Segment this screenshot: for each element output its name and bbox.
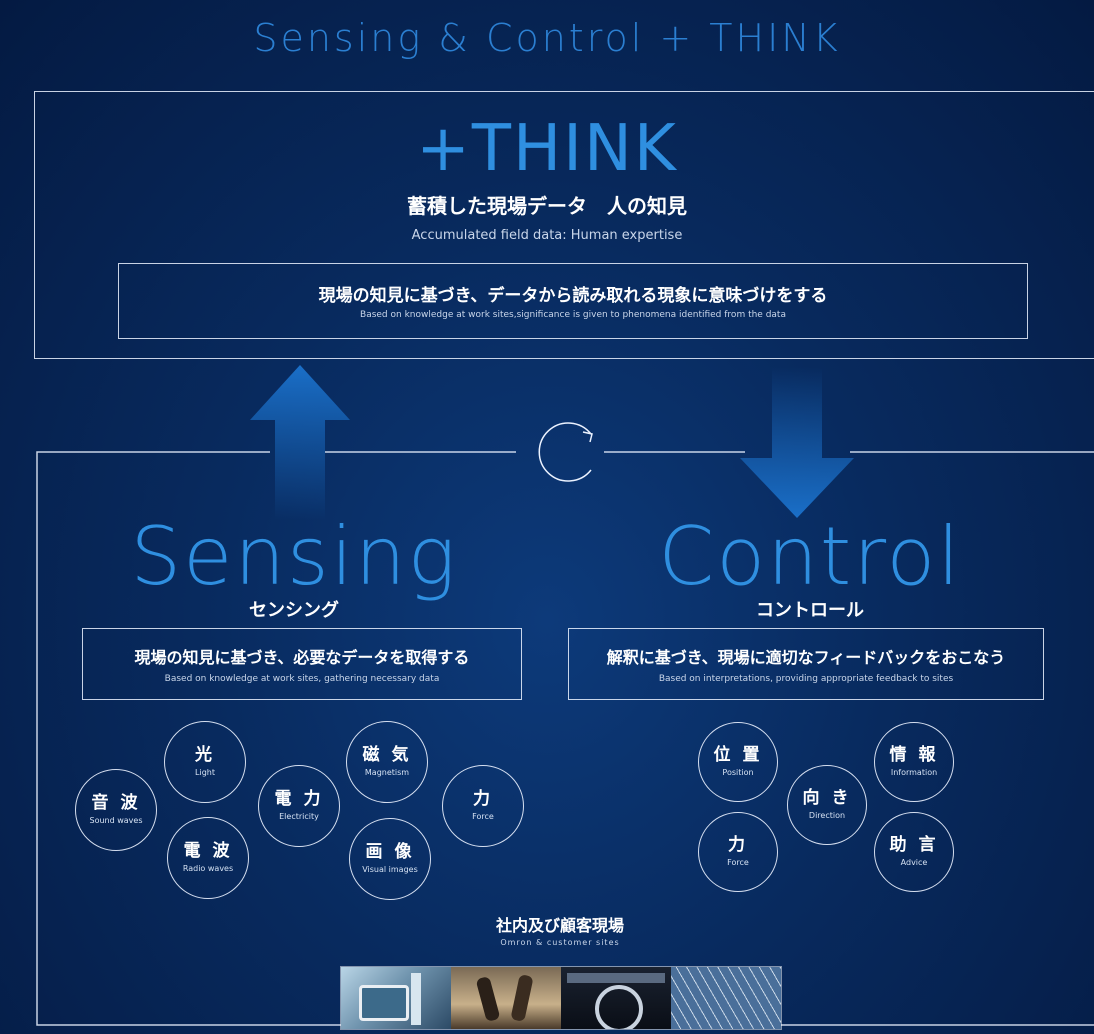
control-desc-box bbox=[568, 628, 1044, 700]
think-box bbox=[34, 91, 1094, 359]
photo-runners bbox=[451, 967, 561, 1029]
think-subtitle-en: Accumulated field data: Human expertise bbox=[411, 228, 683, 243]
sensing-desc-en: Based on knowledge at work sites, gather… bbox=[164, 674, 440, 684]
control-heading: Control bbox=[658, 510, 962, 603]
think-inner-box bbox=[118, 263, 1028, 339]
think-subtitle-jp: 蓄積した現場データ 人の知見 bbox=[407, 194, 687, 218]
cycle-icon bbox=[538, 422, 593, 482]
photo-work-site-machine bbox=[341, 967, 451, 1029]
think-heading: +THINK bbox=[416, 112, 678, 186]
sites-label-jp: 社内及び顧客現場 bbox=[495, 916, 624, 935]
down-arrow bbox=[740, 367, 854, 518]
think-inner-en: Based on knowledge at work sites,signifi… bbox=[360, 310, 786, 320]
photo-solar-panels bbox=[671, 967, 781, 1029]
control-desc-jp: 解釈に基づき、現場に適切なフィードバックをおこなう bbox=[606, 648, 1006, 667]
photo-car-interior bbox=[561, 967, 671, 1029]
sites-photo-strip bbox=[340, 966, 782, 1030]
diagram-title: Sensing & Control + THINK bbox=[253, 16, 841, 60]
sites-label-en: Omron & customer sites bbox=[500, 938, 620, 947]
sensing-heading-jp: センシング bbox=[249, 600, 339, 621]
sensing-heading: Sensing bbox=[130, 510, 458, 603]
up-arrow bbox=[250, 365, 350, 520]
sensing-desc-box bbox=[82, 628, 522, 700]
control-heading-jp: コントロール bbox=[756, 600, 864, 621]
control-desc-en: Based on interpretations, providing appr… bbox=[658, 674, 954, 684]
think-inner-jp: 現場の知見に基づき、データから読み取れる現象に意味づけをする bbox=[318, 286, 828, 306]
sensing-desc-jp: 現場の知見に基づき、必要なデータを取得する bbox=[134, 648, 470, 667]
